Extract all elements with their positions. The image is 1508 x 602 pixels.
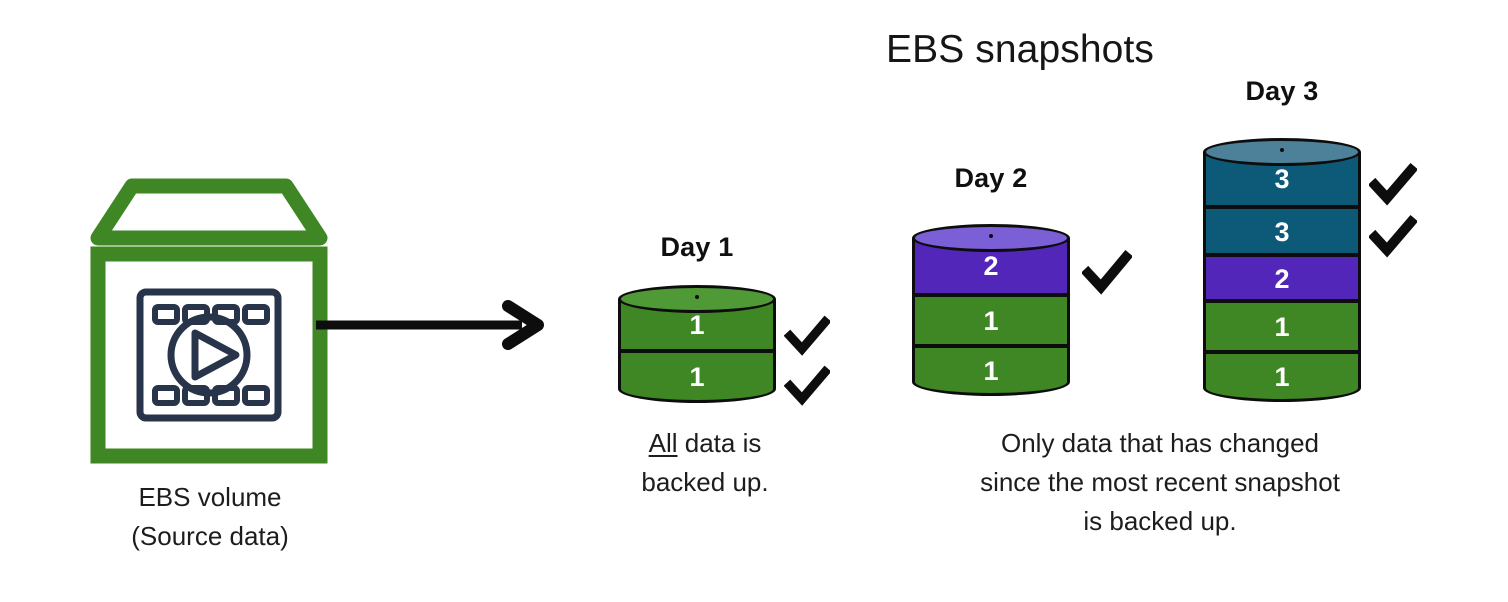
page-title: EBS snapshots <box>886 28 1154 71</box>
caption-rest: data is <box>677 428 762 458</box>
segment-value: 1 <box>983 356 999 386</box>
segment-value: 1 <box>1274 362 1290 392</box>
segment-value: 1 <box>689 362 705 392</box>
caption-emphasis: All <box>648 428 678 458</box>
cap-dot-icon <box>1280 148 1284 152</box>
caption-days-2-3: Only data that has changed since the mos… <box>860 424 1460 541</box>
segment-value: 2 <box>983 251 999 281</box>
caption-days-2-3-line2: since the most recent snapshot <box>980 467 1340 497</box>
cylinder-cap-day-1 <box>618 285 776 313</box>
right-arrow-icon <box>312 300 552 350</box>
snapshot-segment: 1 <box>618 351 776 403</box>
checkmark-icon <box>1369 162 1417 208</box>
cylinder-cap-day-2 <box>912 224 1070 252</box>
segment-value: 1 <box>1274 312 1290 342</box>
snapshot-segment: 1 <box>912 346 1070 396</box>
snapshot-segment: 2 <box>1203 255 1361 301</box>
day-label-day-3: Day 3 <box>1245 76 1319 106</box>
segment-value: 1 <box>983 306 999 336</box>
day-label-day-1: Day 1 <box>660 232 734 262</box>
snapshot-segment: 1 <box>1203 301 1361 352</box>
checkmark-icon <box>1369 214 1417 260</box>
cap-dot-icon <box>989 234 993 238</box>
ebs-volume-label: EBS volume (Source data) <box>55 478 365 556</box>
ebs-volume-icon <box>84 170 334 470</box>
caption-day-1-line1: All data is <box>600 424 810 463</box>
caption-day-1: All data is backed up. <box>600 424 810 502</box>
ebs-volume-label-line2: (Source data) <box>131 521 289 551</box>
checkmark-icon <box>784 364 830 410</box>
caption-days-2-3-line1: Only data that has changed <box>1000 428 1319 458</box>
snapshot-segment: 1 <box>912 295 1070 346</box>
caption-day-1-line2: backed up. <box>641 467 769 497</box>
day-label-day-2: Day 2 <box>954 163 1028 193</box>
checkmark-icon <box>784 314 830 360</box>
segment-value: 3 <box>1274 164 1290 194</box>
snapshot-segment: 3 <box>1203 207 1361 255</box>
checkmark-icon <box>1082 249 1132 295</box>
segment-value: 2 <box>1274 263 1290 294</box>
segment-value: 3 <box>1274 216 1290 247</box>
snapshot-segment: 1 <box>1203 352 1361 402</box>
ebs-volume-label-line1: EBS volume <box>138 482 282 512</box>
segment-value: 1 <box>689 309 705 340</box>
cap-dot-icon <box>695 295 699 299</box>
cylinder-cap-day-3 <box>1203 138 1361 166</box>
caption-days-2-3-line3: is backed up. <box>1083 506 1237 536</box>
